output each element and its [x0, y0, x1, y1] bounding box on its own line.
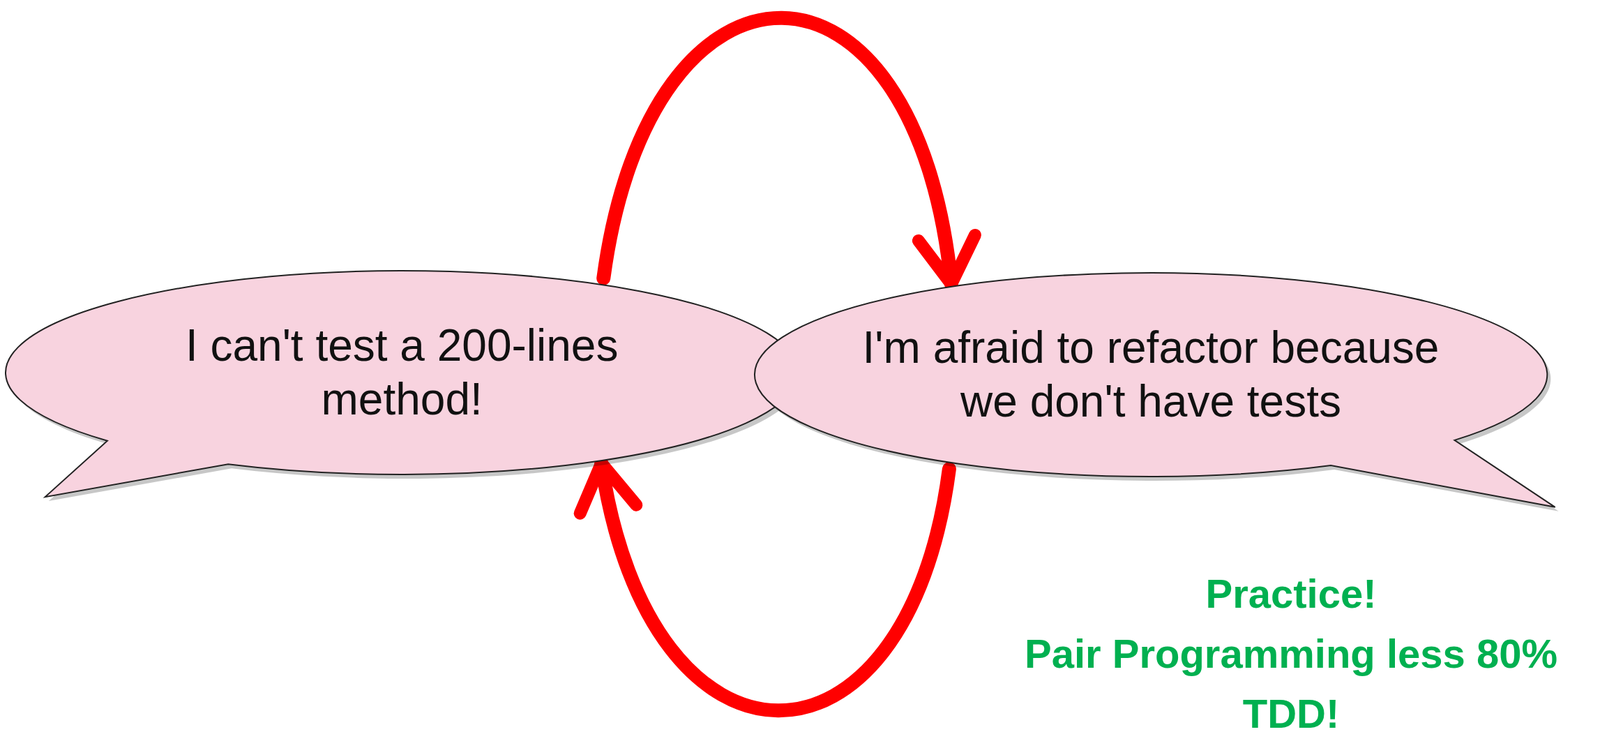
bubble-text-block: I can't test a 200-lines method!	[112, 318, 692, 427]
bubble-shape	[754, 272, 1556, 508]
note-text: TDD!	[1024, 683, 1558, 744]
bubble-text-block: I'm afraid to refactor because we don't …	[861, 320, 1441, 429]
cycle-arrow	[603, 18, 976, 284]
note-block: Practice!Pair Programming less 80%TDD!	[1024, 563, 1558, 744]
note-text: Practice!	[1024, 563, 1558, 624]
speech-bubble: I'm afraid to refactor because we don't …	[754, 272, 1547, 477]
bubble-text: I'm afraid to refactor because we don't …	[861, 320, 1441, 429]
arrow-head	[918, 235, 976, 284]
speech-bubble: I can't test a 200-lines method!	[5, 270, 798, 475]
note-text: Pair Programming less 80%	[1024, 623, 1558, 684]
bubble-outline	[670, 189, 1600, 561]
arrow-curve	[603, 18, 952, 284]
arrow-head	[580, 463, 637, 514]
bubble-shape	[5, 270, 798, 497]
cycle-arrow	[580, 463, 950, 711]
bubble-text: I can't test a 200-lines method!	[112, 318, 692, 427]
arrow-curve	[601, 463, 950, 711]
bubble-outline	[0, 186, 882, 558]
